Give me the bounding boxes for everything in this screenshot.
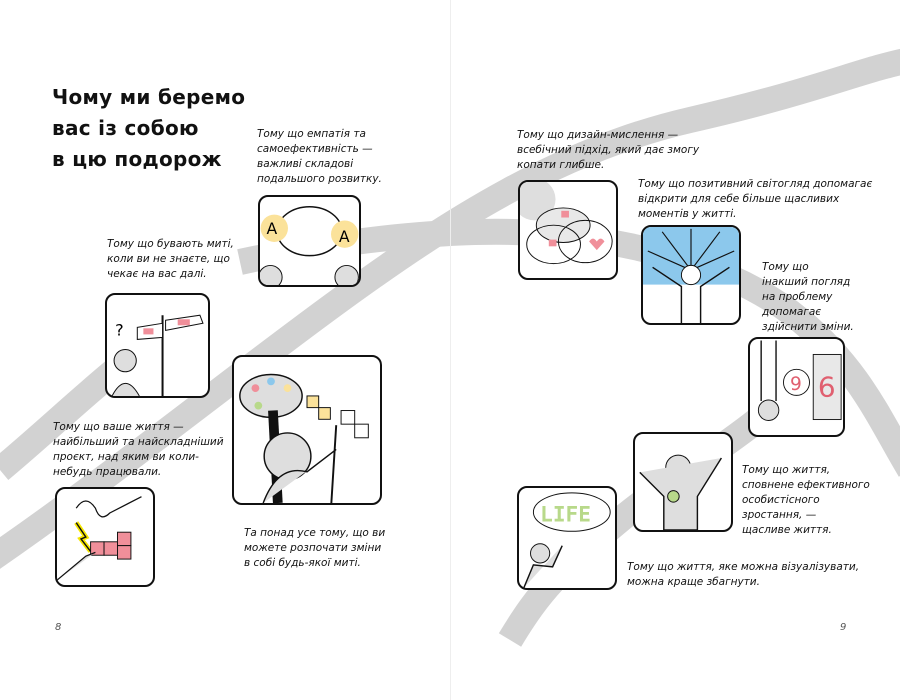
title-line: вас із собою: [52, 116, 199, 140]
svg-text:6: 6: [818, 370, 836, 403]
svg-text:A: A: [266, 219, 277, 238]
title-line: Чому ми беремо: [52, 85, 246, 109]
caption-line: можна краще збагнути.: [627, 576, 760, 588]
caption-visual: Тому що життя, яке можна візуалізувати, …: [627, 560, 859, 590]
caption-line: самоефективність —: [257, 143, 373, 155]
caption-line: Тому що життя,: [742, 464, 831, 476]
page-number-left: 8: [55, 622, 62, 633]
signpost-illustration: ?: [105, 293, 210, 398]
caption-line: копати глибше.: [517, 159, 605, 171]
caption-positive: Тому що позитивний світогляд допомагає в…: [638, 177, 872, 222]
caption-line: коли ви не знаєте, що: [107, 253, 230, 265]
title-line: в цю подорож: [52, 147, 222, 171]
caption-view: Тому що інакший погляд на проблему допом…: [762, 260, 854, 335]
page-number-right: 9: [840, 622, 847, 633]
caption-design: Тому що дизайн-мислення — всебічний підх…: [517, 128, 699, 173]
perspective-illustration: 9 6: [748, 337, 845, 437]
caption-growth: Тому що життя, сповнене ефективного особ…: [742, 463, 870, 538]
svg-text:A: A: [339, 227, 350, 246]
caption-line: допомагає: [762, 306, 822, 318]
caption-line: Тому що: [762, 261, 809, 273]
caption-line: щасливе життя.: [742, 524, 832, 536]
caption-line: важливі складові: [257, 158, 354, 170]
caption-line: моментів у житті.: [638, 208, 737, 220]
caption-line: відкрити для себе більше щасливих: [638, 193, 840, 205]
caption-change: Та понад усе тому, що ви можете розпочат…: [244, 526, 385, 571]
caption-project: Тому що ваше життя — найбільший та найск…: [53, 420, 224, 480]
caption-line: Та понад усе тому, що ви: [244, 527, 386, 539]
caption-line: Тому що позитивний світогляд допомагає: [638, 178, 873, 190]
caption-line: всебічний підхід, який дає змогу: [517, 144, 700, 156]
caption-line: сповнене ефективного: [742, 479, 870, 491]
caption-line: особистісного: [742, 494, 820, 506]
caption-line: найбільший та найскладніший: [53, 436, 224, 448]
caption-line: Тому що емпатія та: [257, 128, 366, 140]
caption-line: інакший погляд: [762, 276, 851, 288]
caption-line: подальшого розвитку.: [257, 173, 382, 185]
design-thinking-illustration: [518, 180, 618, 280]
happy-growth-illustration: [633, 432, 733, 532]
life-illustration: LIFE: [517, 486, 617, 590]
caption-line: проєкт, над яким ви коли-: [53, 451, 199, 463]
caption-line: в собі будь-якої миті.: [244, 557, 361, 569]
caption-line: Тому що ваше життя —: [53, 421, 184, 433]
caption-moments: Тому що бувають миті, коли ви не знаєте,…: [107, 237, 234, 282]
caption-line: небудь працювали.: [53, 466, 162, 478]
caption-line: Тому що бувають миті,: [107, 238, 234, 250]
svg-text:9: 9: [790, 374, 802, 395]
caption-line: зростання, —: [742, 509, 817, 521]
caption-line: здійснити зміни.: [762, 321, 854, 333]
svg-text:?: ?: [115, 320, 124, 339]
page-title: Чому ми беремо вас із собою в цю подорож: [52, 82, 245, 175]
caption-line: на проблему: [762, 291, 833, 303]
caption-line: чекає на вас далі.: [107, 268, 207, 280]
caption-line: можете розпочати зміни: [244, 542, 382, 554]
page-fold: [450, 0, 451, 700]
caption-line: Тому що дизайн-мислення —: [517, 129, 679, 141]
positive-illustration: [641, 225, 741, 325]
life-word: LIFE: [540, 502, 591, 527]
project-illustration: [55, 487, 155, 587]
caption-line: Тому що життя, яке можна візуалізувати,: [627, 561, 860, 573]
painter-illustration: [232, 355, 382, 505]
caption-empathy: Тому що емпатія та самоефективність — ва…: [257, 127, 382, 187]
